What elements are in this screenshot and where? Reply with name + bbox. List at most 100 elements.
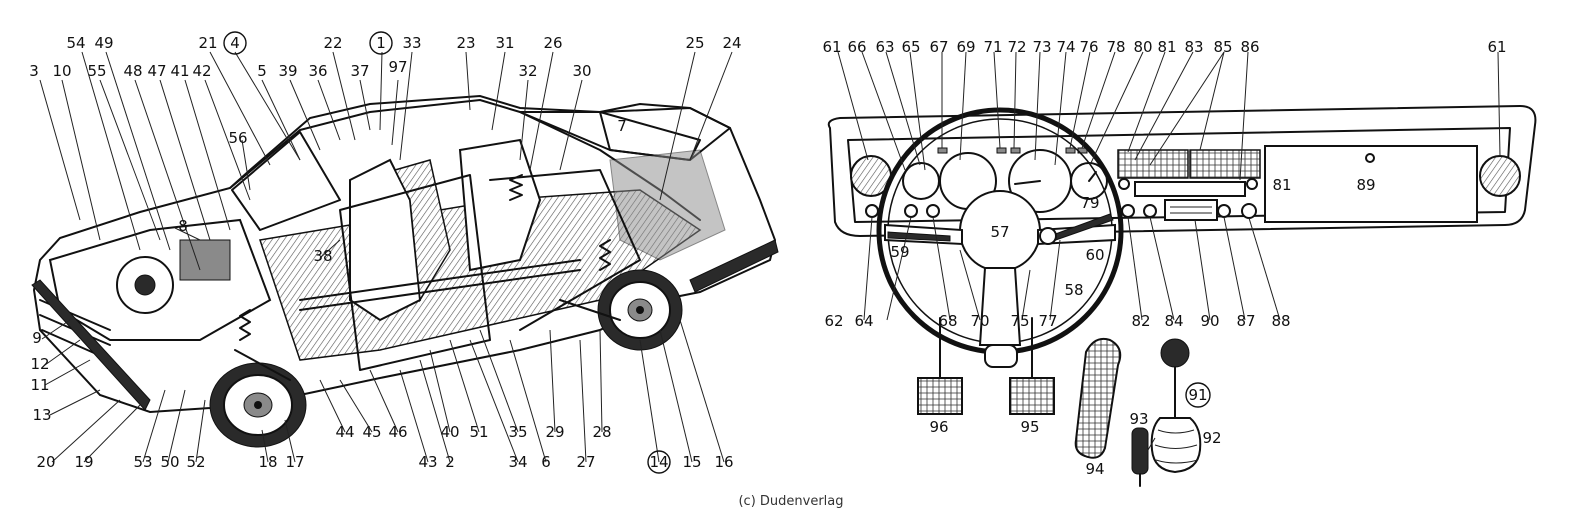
label-91-circled: 91: [1188, 386, 1207, 404]
label-96: 96: [929, 418, 948, 436]
ignition-lock-58: [1039, 227, 1057, 245]
copyright-notice: (c) Dudenverlag: [738, 494, 844, 509]
label-12: 12: [30, 355, 49, 373]
radio-preset-buttons: [1170, 206, 1212, 214]
rear-suspension-spring: [559, 239, 621, 321]
car-part-labels: 54 49 21 4 22 1 33 23 31 26 25 24 3 10 5…: [29, 31, 742, 474]
label-81: 81: [1272, 176, 1291, 194]
clock-hand: [1088, 171, 1097, 182]
knob-88: [1241, 203, 1257, 219]
label-69: 69: [956, 38, 975, 56]
label-39: 39: [278, 62, 297, 80]
label-92: 92: [1202, 429, 1221, 447]
label-32: 32: [518, 62, 537, 80]
brake-pedal: [1009, 317, 1055, 415]
trunk: [599, 107, 731, 161]
right-air-vent: [1479, 155, 1521, 197]
label-40: 40: [440, 423, 459, 441]
label-28: 28: [592, 423, 611, 441]
center-vent-right: [1189, 149, 1261, 179]
label-46: 46: [388, 423, 407, 441]
label-55: 55: [87, 62, 106, 80]
label-42: 42: [192, 62, 211, 80]
label-73: 73: [1032, 38, 1051, 56]
label-31: 31: [495, 34, 514, 52]
front-seat-back: [393, 159, 451, 303]
label-95: 95: [1020, 418, 1039, 436]
heater-control-slider: [1134, 181, 1246, 197]
label-20: 20: [36, 453, 55, 471]
label-53: 53: [133, 453, 152, 471]
label-54: 54: [66, 34, 85, 52]
label-86: 86: [1240, 38, 1259, 56]
label-37: 37: [350, 62, 369, 80]
label-64: 64: [854, 312, 873, 330]
switch-right-81: [1246, 178, 1258, 190]
rear-trunk-floor: [609, 149, 726, 261]
label-41: 41: [170, 62, 189, 80]
label-58: 58: [1064, 281, 1083, 299]
label-63: 63: [875, 38, 894, 56]
rear-bumper: [689, 239, 779, 293]
label-1-circled: 1: [376, 34, 386, 52]
label-43: 43: [418, 453, 437, 471]
label-60: 60: [1085, 246, 1104, 264]
knob-64: [904, 204, 918, 218]
label-83: 83: [1184, 38, 1203, 56]
dashboard-part-labels: 61 66 63 65 67 69 71 72 73 74 76 78 80 8…: [822, 38, 1506, 478]
label-45: 45: [362, 423, 381, 441]
label-2: 2: [445, 453, 455, 471]
front-wheel: [209, 362, 307, 448]
label-19: 19: [74, 453, 93, 471]
label-81-top: 81: [1157, 38, 1176, 56]
label-3: 3: [29, 62, 39, 80]
label-61-left: 61: [822, 38, 841, 56]
small-gauge-left: [902, 162, 940, 200]
label-52: 52: [186, 453, 205, 471]
center-vent-left: [1117, 149, 1189, 179]
engine-block: [179, 239, 231, 281]
label-34: 34: [508, 453, 527, 471]
label-94: 94: [1085, 460, 1104, 478]
label-77: 77: [1038, 312, 1057, 330]
knob-82: [1121, 204, 1135, 218]
label-4-circled: 4: [230, 34, 240, 52]
rear-seat: [458, 138, 542, 272]
label-36: 36: [308, 62, 327, 80]
label-18: 18: [258, 453, 277, 471]
speedo-needle: [1014, 180, 1041, 185]
label-51: 51: [469, 423, 488, 441]
knob-62: [865, 204, 879, 218]
label-56: 56: [228, 129, 247, 147]
label-7: 7: [617, 117, 627, 135]
label-84: 84: [1164, 312, 1183, 330]
label-26: 26: [543, 34, 562, 52]
label-74: 74: [1056, 38, 1075, 56]
label-44: 44: [335, 423, 354, 441]
glovebox-lock: [1365, 153, 1375, 163]
circle-4: [223, 31, 247, 55]
label-49: 49: [94, 34, 113, 52]
front-suspension-spring: [234, 309, 291, 381]
label-23: 23: [456, 34, 475, 52]
label-72: 72: [1007, 38, 1026, 56]
knob-87: [1217, 204, 1231, 218]
label-21: 21: [198, 34, 217, 52]
label-38: 38: [313, 247, 332, 265]
warning-lamp-71: [996, 147, 1007, 154]
dashboard-leader-lines: [837, 51, 1501, 451]
label-89: 89: [1356, 176, 1375, 194]
label-25: 25: [685, 34, 704, 52]
label-35: 35: [508, 423, 527, 441]
radio-panel: [1164, 199, 1218, 221]
switch-left-81: [1118, 178, 1130, 190]
circle-91: [1185, 382, 1211, 408]
label-62: 62: [824, 312, 843, 330]
label-68: 68: [938, 312, 957, 330]
label-59: 59: [890, 243, 909, 261]
label-97: 97: [388, 58, 407, 76]
door-frame: [339, 174, 491, 371]
knob-68: [926, 204, 940, 218]
label-47: 47: [147, 62, 166, 80]
